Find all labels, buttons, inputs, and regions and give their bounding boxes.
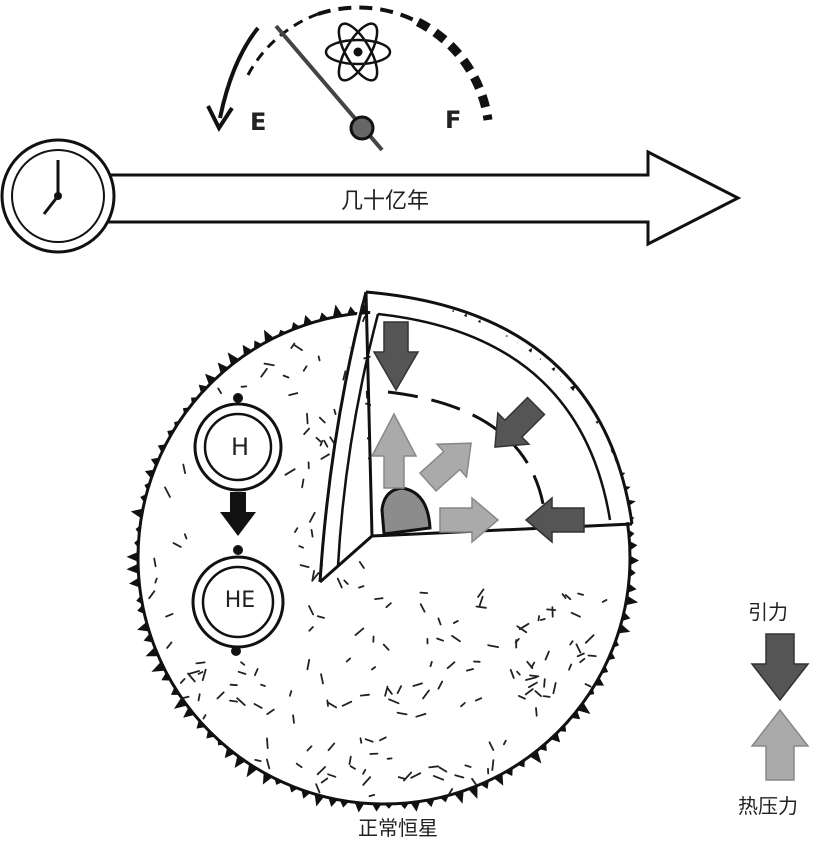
atom-icon	[324, 22, 392, 82]
timeline-arrow	[98, 149, 742, 247]
gravity-arrows	[372, 321, 585, 544]
gauge-empty-label: E	[250, 108, 267, 136]
star-caption: 正常恒星	[358, 816, 438, 840]
hydrogen-label: H	[230, 433, 250, 461]
fusion-arrow	[220, 492, 256, 536]
gauge-full-label: F	[445, 106, 462, 134]
gravity-legend-arrow	[750, 633, 810, 702]
thermal-arrows	[370, 412, 500, 544]
gauge-pivot	[349, 115, 375, 141]
decrease-arrow	[218, 26, 260, 119]
gravity-legend-label: 引力	[748, 600, 788, 624]
hydrogen-atom	[193, 393, 283, 492]
clock-icon	[0, 138, 116, 254]
helium-label: HE	[224, 588, 256, 613]
helium-atom	[191, 545, 285, 656]
timeline-label: 几十亿年	[340, 189, 429, 214]
thermal-legend-arrow	[750, 708, 810, 781]
fuel-gauge	[206, 5, 493, 152]
thermal-legend-label: 热压力	[738, 794, 798, 818]
